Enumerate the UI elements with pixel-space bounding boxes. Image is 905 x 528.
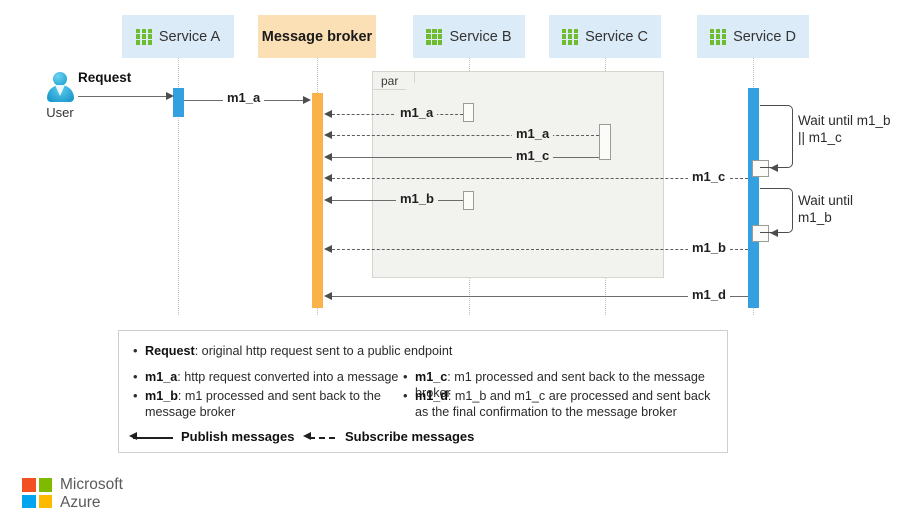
participant-label: Service A (158, 28, 221, 45)
self-loop-wait-2 (760, 188, 793, 233)
activation-service-a (173, 88, 184, 117)
bullet-icon: • (133, 388, 138, 403)
message-label-m1b-1: m1_b (396, 191, 438, 206)
message-arrow-m1b-broker-to-d (327, 249, 748, 250)
bullet-icon: • (133, 343, 138, 358)
bullet-icon: • (133, 369, 138, 384)
legend-term: m1_a (145, 370, 178, 384)
legend-panel: • Request: original http request sent to… (118, 330, 728, 453)
arrowhead-m1c-c-to-broker (324, 153, 332, 161)
legend-desc: : m1_b and m1_c are processed and sent b… (415, 389, 711, 419)
par-fragment-label: par (372, 71, 415, 90)
user-icon-body (46, 85, 74, 102)
arrowhead-m1b-broker-to-d (324, 245, 332, 253)
brand-line-2: Azure (60, 493, 101, 511)
brand-text: Microsoft Azure (60, 476, 123, 511)
participant-service-a[interactable]: Service A (122, 15, 234, 58)
self-loop-wait-1 (760, 105, 793, 168)
legend-key-subscribe-line (309, 437, 335, 439)
grid-icon (562, 28, 579, 45)
arrowhead-wait-2 (770, 229, 778, 237)
legend-key-publish-arrowhead (129, 432, 137, 440)
microsoft-squares-icon (22, 478, 52, 508)
participant-label: Service C (585, 28, 648, 45)
legend-key-subscribe-arrowhead (303, 432, 311, 440)
activation-service-d (748, 88, 759, 308)
participant-message-broker[interactable]: Message broker (258, 15, 376, 58)
legend-term: m1_b (145, 389, 178, 403)
legend-item-request: • Request: original http request sent to… (133, 343, 615, 359)
message-arrow-request (78, 96, 168, 97)
bullet-icon: • (403, 369, 408, 384)
arrowhead-m1b-b-to-broker (324, 196, 332, 204)
message-label-request: Request (78, 70, 132, 85)
legend-term: Request (145, 344, 195, 358)
message-arrow-m1a-broker-to-b (327, 114, 463, 115)
legend-item-m1a: • m1_a: http request converted into a me… (133, 369, 435, 385)
arrowhead-m1a-a-to-broker (303, 96, 311, 104)
activation-service-c (599, 124, 611, 160)
arrowhead-m1c-broker-to-d (324, 174, 332, 182)
legend-desc: : m1 processed and sent back to the mess… (145, 389, 381, 419)
grid-icon (135, 28, 152, 45)
message-arrow-m1d-d-to-broker (327, 296, 748, 297)
participant-label: Service D (733, 28, 796, 45)
grid-icon (426, 28, 443, 45)
actor-user[interactable]: User (38, 72, 82, 120)
lifeline-service-a (178, 58, 179, 315)
message-label-m1c-1: m1_c (512, 148, 554, 163)
message-arrow-m1c-c-to-broker (327, 157, 599, 158)
participant-label: Message broker (261, 28, 373, 45)
microsoft-azure-logo: Microsoft Azure (22, 476, 162, 514)
activation-service-b-1 (463, 103, 474, 122)
brand-line-1: Microsoft (60, 476, 123, 493)
arrowhead-m1a-broker-to-c (324, 131, 332, 139)
legend-desc: : m1 processed and sent back to the mess… (415, 370, 705, 400)
participant-service-c[interactable]: Service C (549, 15, 661, 58)
legend-item-m1b: • m1_b: m1 processed and sent back to th… (133, 388, 395, 420)
user-icon-head (53, 72, 67, 86)
message-arrow-m1a-broker-to-c (327, 135, 599, 136)
message-label-m1a-2: m1_a (396, 105, 438, 120)
legend-key-publish-line (133, 437, 173, 439)
message-label-m1d: m1_d (688, 287, 730, 302)
legend-item-m1c: • m1_c: m1 processed and sent back to th… (403, 369, 715, 401)
participant-label: Service B (449, 28, 512, 45)
legend-key-publish-label: Publish messages (181, 429, 295, 444)
activation-service-b-2 (463, 191, 474, 210)
message-label-m1a-3: m1_a (512, 126, 554, 141)
par-fragment (372, 71, 664, 278)
participant-service-d[interactable]: Service D (697, 15, 809, 58)
legend-desc: : original http request sent to a public… (194, 344, 453, 358)
arrowhead-wait-1 (770, 164, 778, 172)
arrowhead-request (166, 92, 174, 100)
message-arrow-m1c-broker-to-d (327, 178, 748, 179)
participant-service-b[interactable]: Service B (413, 15, 525, 58)
arrowhead-m1d-d-to-broker (324, 292, 332, 300)
arrowhead-m1a-broker-to-b (324, 110, 332, 118)
legend-term: m1_c (415, 370, 448, 384)
legend-item-m1d: • m1_d: m1_b and m1_c are processed and … (403, 388, 715, 420)
message-label-m1b-2: m1_b (688, 240, 730, 255)
note-wait-1: Wait until m1_b || m1_c (798, 113, 891, 145)
message-arrow-m1b-b-to-broker (327, 200, 463, 201)
actor-label: User (46, 105, 74, 120)
message-label-m1c-2: m1_c (688, 169, 730, 184)
activation-message-broker (312, 93, 323, 308)
bullet-icon: • (403, 388, 408, 403)
legend-key-subscribe-label: Subscribe messages (345, 429, 475, 444)
legend-term: m1_d (415, 389, 448, 403)
message-label-m1a-1: m1_a (223, 90, 265, 105)
legend-desc: : http request converted into a message (177, 370, 399, 384)
grid-icon (710, 28, 727, 45)
note-wait-2: Wait until m1_b (798, 193, 854, 225)
